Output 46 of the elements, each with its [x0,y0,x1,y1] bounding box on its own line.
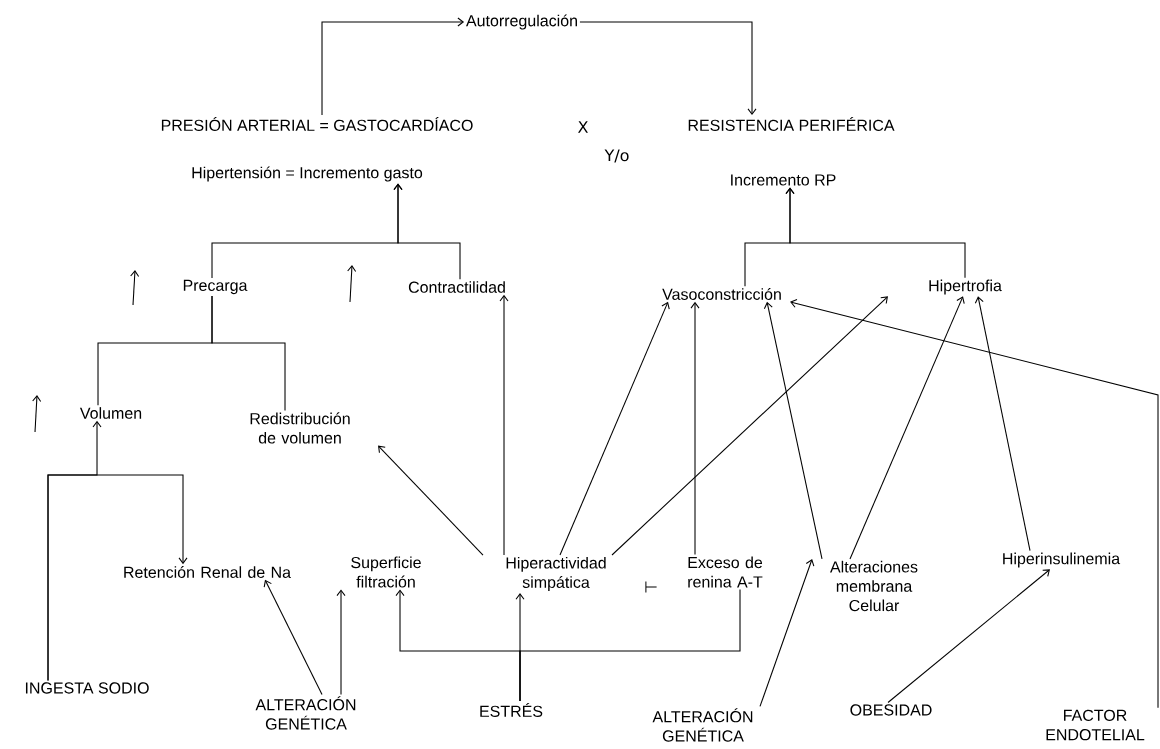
arrow [47,474,188,681]
arrow [759,558,815,707]
text-label: RESISTENCIA PERIFÉRICA [688,117,895,131]
arrow [690,301,700,556]
connector-line [211,295,286,412]
text-label: X [578,121,588,133]
arrow [763,301,823,560]
arrow [579,21,757,116]
text-label: ALTERACIÓN GENÉTICA [652,708,753,742]
arrow [611,296,888,556]
text-label: Superficie filtración [351,556,421,588]
text-label: Retención Renal de Na [124,566,291,578]
text-label: ALTERACIÓN GENÉTICA [255,696,356,730]
arrow [263,579,323,695]
arrow [974,296,1031,552]
text-label: Y/o [604,149,629,163]
arrow [849,296,965,560]
text-label: Volumen [79,407,142,419]
arrow [887,569,1050,703]
arrow [785,187,966,279]
text-label: ⊢ [645,581,657,593]
text-label: ESTRÉS [480,703,543,717]
text-label: Hipertrofia [929,279,1002,295]
arrow [393,183,461,280]
text-label: Alteraciones membrana Celular [830,560,918,612]
connector-line [519,588,741,702]
arrow [321,17,465,116]
text-label: Exceso de renina A-T [688,556,763,588]
text-label: Hipertensión = Incremento gasto [192,166,423,182]
text-label: Redistribución de volumen [250,412,350,444]
text-label: PRESIÓN ARTERIAL = GASTOCARDÍACO [161,117,473,131]
text-label: INGESTA SODIO [25,682,149,694]
text-label: FACTOR ENDOTELIAL [1046,709,1145,741]
text-label: Autorregulación [466,14,577,30]
text-label: Hiperactividad simpática [506,556,606,592]
arrow [378,445,484,556]
arrow [336,589,346,695]
text-label: OBESIDAD [850,704,932,716]
text-label: Vasoconstricción [662,288,781,300]
arrow [559,301,670,556]
text-label: Contractilidad [408,281,505,293]
text-label: Precarga [183,279,248,295]
arrow [499,294,509,556]
text-label: Incremento RP [731,174,836,186]
arrow [790,298,1159,709]
text-label: Hiperinsulinemia [1003,552,1121,568]
